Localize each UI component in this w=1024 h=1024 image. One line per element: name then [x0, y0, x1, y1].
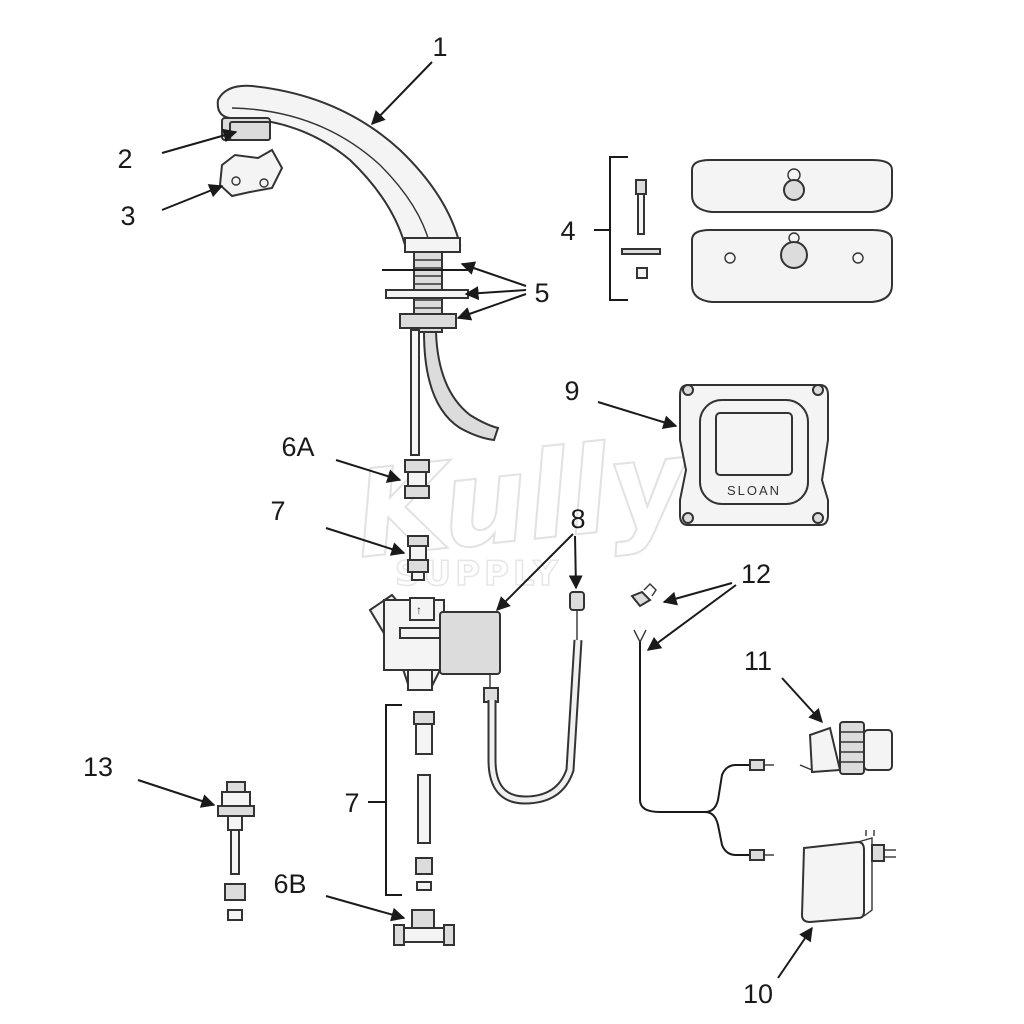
callout-6b: 6B [273, 869, 306, 899]
callout-2: 2 [117, 144, 132, 174]
solenoid-valve-part: ↑ [368, 593, 501, 691]
callout-1: 1 [432, 32, 447, 62]
solenoid-coil-11-part [799, 721, 893, 775]
callout-labels: 1 2 3 4 5 6A 7 8 9 7 6B 10 11 12 13 [83, 32, 773, 1009]
callout-10: 10 [743, 979, 773, 1009]
callout-8: 8 [570, 504, 585, 534]
sensor-brand-text: SLOAN [727, 483, 781, 498]
aerator-part [229, 121, 271, 141]
gasket-part [218, 148, 284, 198]
faucet-spout-part [216, 84, 500, 456]
callout-11: 11 [744, 646, 772, 676]
tee-fitting-6b-part [393, 909, 455, 946]
svg-text:↑: ↑ [416, 603, 422, 617]
callout-12: 12 [741, 559, 771, 589]
callout-6a: 6A [281, 432, 314, 462]
callout-7-lower: 7 [344, 788, 359, 818]
callout-13: 13 [83, 752, 113, 782]
cover-plate-kit-part [594, 156, 893, 303]
leader-arrows [137, 61, 823, 979]
wire-harness-12-part [630, 583, 774, 861]
callout-4: 4 [560, 216, 575, 246]
sensor-cable-part [483, 591, 585, 805]
callout-3: 3 [120, 201, 135, 231]
callout-7-upper: 7 [270, 496, 285, 526]
callout-5: 5 [534, 278, 549, 308]
supply-tube-kit-part [368, 704, 435, 896]
transformer-10-part [800, 830, 896, 924]
callout-9: 9 [564, 376, 579, 406]
stop-valve-13-part [217, 781, 255, 921]
adapter-7-part [407, 535, 429, 581]
sensor-module-part: SLOAN [679, 384, 829, 526]
watermark: Kully SUPPLY [348, 411, 700, 594]
coupling-nut-6a-part [404, 459, 430, 499]
